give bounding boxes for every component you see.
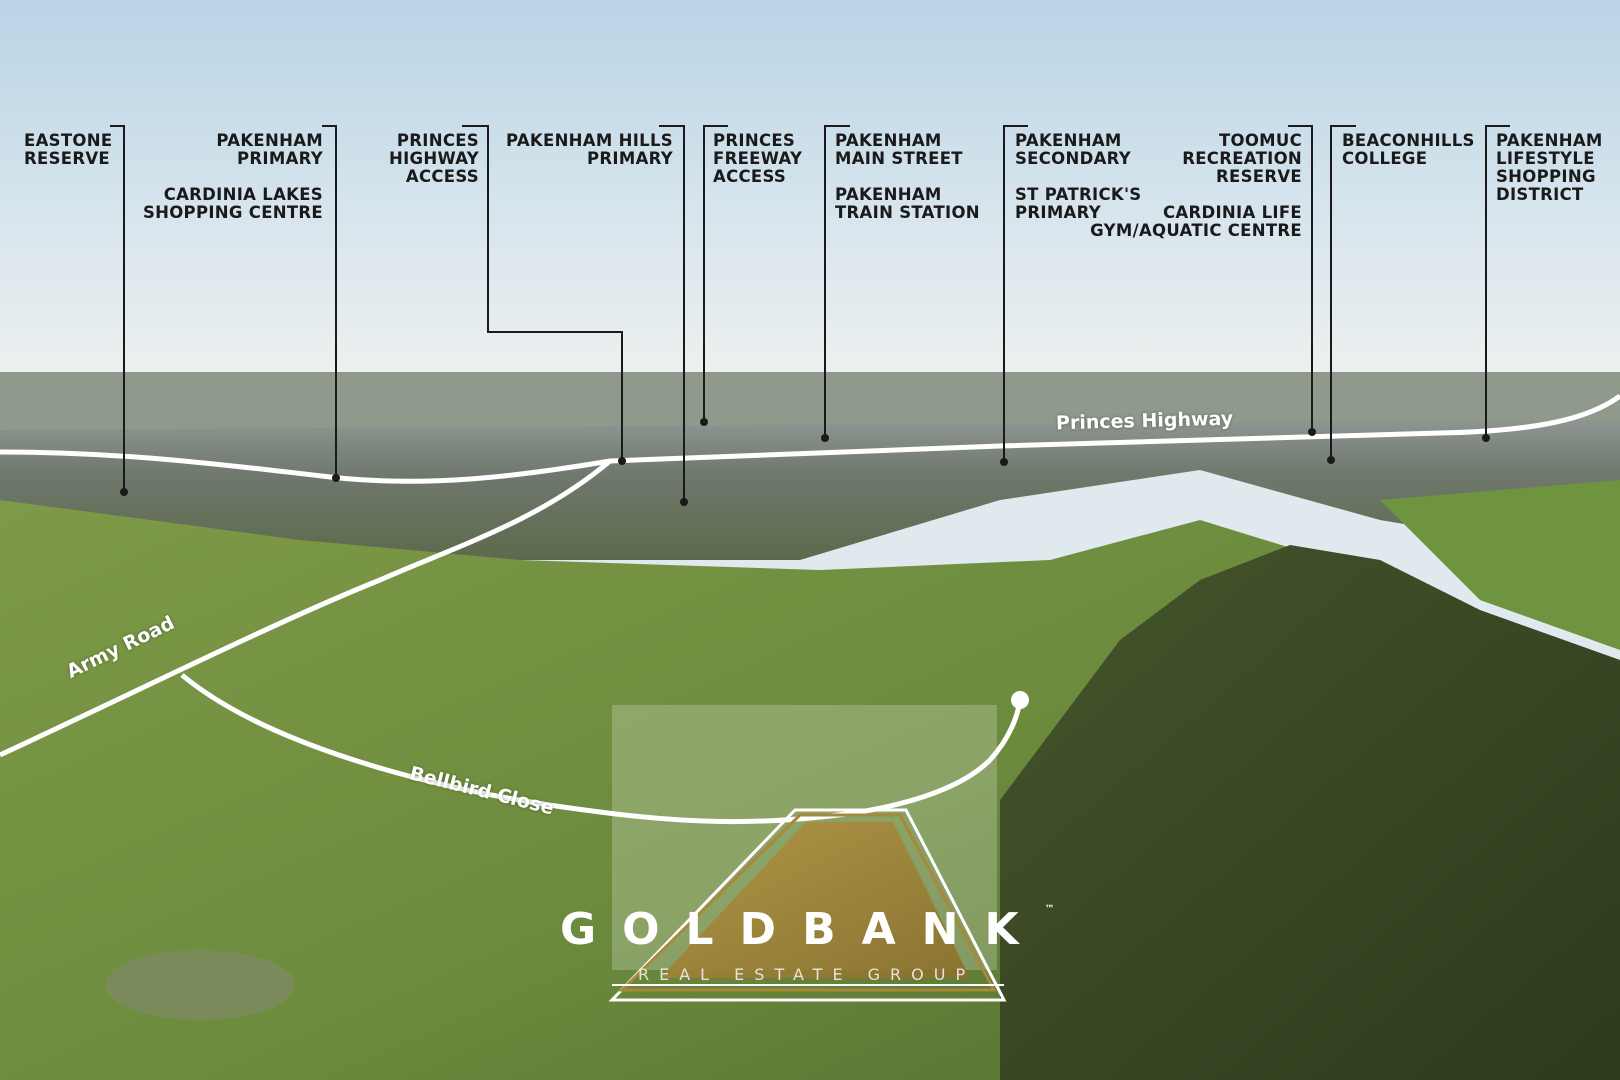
brand-tm: ™ (1044, 904, 1055, 915)
bellbird-close-line (180, 673, 1023, 825)
leader-dot-princes-highway-access (618, 457, 626, 465)
label-pakenham-main-street: PAKENHAM MAIN STREET (835, 131, 963, 168)
leader-toomuc (1288, 125, 1313, 432)
label-pakenham-secondary: PAKENHAM SECONDARY (1015, 131, 1132, 168)
leader-beaconhills (1330, 125, 1356, 460)
road-label-princes-highway: Princes Highway (1055, 407, 1234, 435)
label-pakenham-lifestyle: PAKENHAM LIFESTYLE SHOPPING DISTRICT (1496, 131, 1603, 204)
leader-dot-beaconhills (1327, 456, 1335, 464)
sky (0, 0, 1620, 385)
leader-eastone (110, 125, 125, 492)
leader-pakenham-primary (322, 125, 337, 478)
brand-tagline: REAL ESTATE GROUP (638, 965, 976, 984)
property-marker (1011, 691, 1029, 709)
leader-dot-pakenham-secondary (1000, 458, 1008, 466)
pasture (0, 500, 1330, 1080)
property-outline-outer (608, 808, 1007, 1002)
label-toomuc-recreation-reserve: TOOMUC RECREATION RESERVE (1182, 131, 1302, 186)
property-fill (660, 822, 970, 978)
label-beaconhills-college: BEACONHILLS COLLEGE (1342, 131, 1475, 168)
leader-dot-pakenham-hills (680, 498, 688, 506)
label-st-patricks-primary: ST PATRICK'S PRIMARY (1015, 185, 1142, 222)
label-cardinia-life: CARDINIA LIFE GYM/AQUATIC CENTRE (1090, 203, 1302, 240)
leader-dot-eastone (120, 488, 128, 496)
label-princes-highway-access: PRINCES HIGHWAY ACCESS (389, 131, 479, 186)
leader-dot-pakenham-main-street (821, 434, 829, 442)
leader-pakenham-secondary (1003, 125, 1028, 462)
princes-highway-line (0, 393, 1620, 484)
leader-pakenham-hills (659, 125, 685, 502)
label-eastone-reserve: EASTONE RESERVE (24, 131, 113, 168)
label-cardinia-lakes: CARDINIA LAKES SHOPPING CENTRE (142, 185, 323, 222)
leader-dot-princes-freeway-access (700, 418, 708, 426)
property-outline-gold (618, 813, 997, 992)
town-area (0, 420, 1620, 560)
leader-princes-freeway-access (703, 125, 728, 422)
label-princes-freeway-access: PRINCES FREEWAY ACCESS (713, 131, 803, 186)
paddocks-right (1380, 480, 1620, 650)
brand-name: GOLDBANK (560, 904, 1045, 955)
label-pakenham-primary: PAKENHAM PRIMARY (216, 131, 323, 168)
label-pakenham-hills-primary: PAKENHAM HILLS PRIMARY (505, 131, 673, 168)
army-road-line (0, 459, 612, 758)
leader-princes-highway-access (462, 125, 623, 461)
forest-hill (1000, 545, 1620, 1080)
label-pakenham-train-station: PAKENHAM TRAIN STATION (835, 185, 980, 222)
leader-pakenham-lifestyle (1485, 125, 1510, 438)
leader-pakenham-main-street (824, 125, 850, 438)
leader-dot-pakenham-primary (332, 474, 340, 482)
leader-dot-toomuc (1308, 428, 1316, 436)
goldbank-logo: GOLDBANK™ (560, 904, 1055, 955)
leader-dot-pakenham-lifestyle (1482, 434, 1490, 442)
dam (105, 950, 295, 1020)
